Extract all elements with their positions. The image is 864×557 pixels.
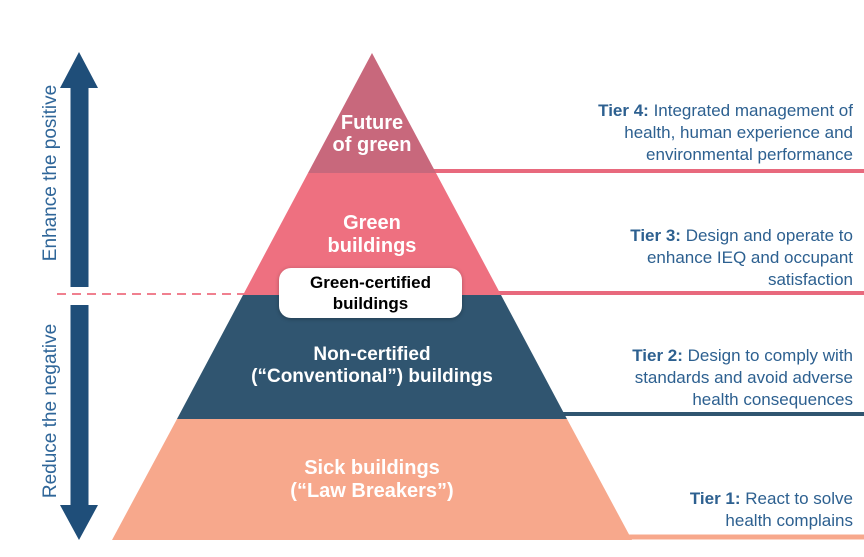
tier-text: Design to comply with <box>687 346 853 365</box>
pyramid-level-future-of-green <box>308 53 436 173</box>
level-label-line: Non-certified <box>313 344 431 365</box>
level-label-line: Sick buildings <box>304 457 440 479</box>
tier-text: React to solve <box>745 489 853 508</box>
pyramid-level-sick-buildings <box>112 419 632 540</box>
reduce-down-arrow-icon <box>60 305 98 540</box>
enhance-positive-label: Enhance the positive <box>40 84 61 262</box>
level-label-sick-buildings: Sick buildings (“Law Breakers”) <box>222 457 522 503</box>
tier-line: Tier 2: Design to comply with <box>433 345 853 367</box>
tier-line: standards and avoid adverse <box>634 368 853 387</box>
reduce-negative-label: Reduce the negative <box>40 323 61 499</box>
tier-text: Integrated management of <box>653 101 853 120</box>
tier-line: Tier 1: React to solve <box>433 488 853 510</box>
tier2-description: Tier 2: Design to comply with standards … <box>433 345 853 411</box>
tier-line: Tier 4: Integrated management of <box>433 100 853 122</box>
pyramid-level-non-certified <box>177 295 567 419</box>
tier-line: enhance IEQ and occupant <box>646 248 853 267</box>
tier4-label: Tier 4: <box>598 101 649 120</box>
tier-line: environmental performance <box>646 145 853 164</box>
level-label-line: Green <box>343 212 401 234</box>
enhance-up-arrow-icon <box>60 52 98 287</box>
pyramid-level-green-buildings <box>243 173 501 295</box>
green-certified-callout: Green-certified buildings <box>279 268 462 318</box>
tier4-description: Tier 4: Integrated management of health,… <box>433 100 853 166</box>
tier-line: health consequences <box>692 390 853 409</box>
level-label-line: of green <box>332 134 412 156</box>
level-label-line: buildings <box>327 235 417 257</box>
tier-line: health complains <box>725 511 853 530</box>
tier-line: health, human experience and <box>624 123 853 142</box>
level-label-line: (“Conventional”) buildings <box>251 366 493 387</box>
tier1-label: Tier 1: <box>689 489 741 508</box>
callout-line: buildings <box>332 294 409 313</box>
level-label-non-certified: Non-certified (“Conventional”) buildings <box>222 344 522 388</box>
tier3-description: Tier 3: Design and operate to enhance IE… <box>433 225 853 291</box>
callout-line: Green-certified <box>310 273 431 292</box>
tier3-label: Tier 3: <box>630 226 681 245</box>
tier2-label: Tier 2: <box>632 346 683 365</box>
tier-line: satisfaction <box>767 270 853 289</box>
level-label-future-of-green: Future of green <box>222 112 522 156</box>
tier-line: Tier 3: Design and operate to <box>433 225 853 247</box>
level-label-line: (“Law Breakers”) <box>290 480 454 502</box>
tier1-description: Tier 1: React to solve health complains <box>433 488 853 532</box>
tier-text: Design and operate to <box>685 226 853 245</box>
level-label-green-buildings: Green buildings <box>222 212 522 258</box>
level-label-line: Future <box>340 112 404 134</box>
